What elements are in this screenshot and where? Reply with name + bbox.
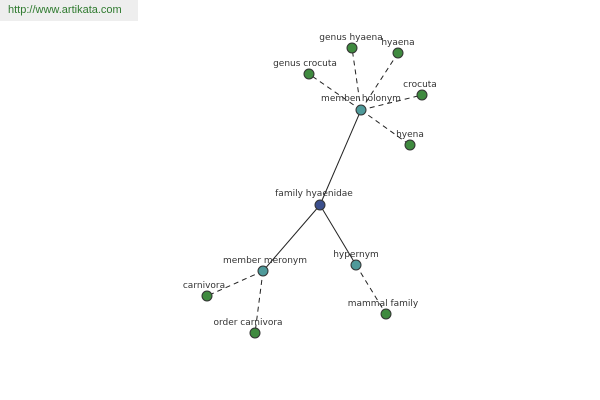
edge-member-meronym-to-carnivora xyxy=(206,270,264,297)
node-label-carnivora[interactable]: carnivora xyxy=(183,281,225,291)
node-hyaena[interactable] xyxy=(392,47,404,59)
edge-family-hyaenidae-to-member-meronym xyxy=(262,204,321,272)
edge-member-holonym-to-hyena xyxy=(360,109,411,146)
node-genus-crocuta[interactable] xyxy=(303,68,315,80)
node-label-mammal-family[interactable]: mammal family xyxy=(348,299,419,309)
site-url-link[interactable]: http://www.artikata.com xyxy=(0,0,138,21)
node-label-genus-hyaena[interactable]: genus hyaena xyxy=(319,33,383,43)
node-label-hyena[interactable]: hyena xyxy=(396,130,424,140)
node-carnivora[interactable] xyxy=(201,290,213,302)
node-family-hyaenidae[interactable] xyxy=(314,199,326,211)
node-member-meronym[interactable] xyxy=(257,265,269,277)
labels-layer: family hyaenidae member holonym member mer… xyxy=(183,33,437,328)
node-label-order-carnivora[interactable]: order carnivora xyxy=(213,318,282,328)
edge-member-holonym-to-genus-hyaena xyxy=(351,47,362,111)
node-hypernym[interactable] xyxy=(350,259,362,271)
node-label-member-holonym[interactable]: member holonym xyxy=(321,94,401,104)
edge-member-holonym-to-genus-crocuta xyxy=(308,73,362,111)
edge-member-holonym-to-crocuta xyxy=(360,94,423,111)
node-label-hyaena[interactable]: hyaena xyxy=(381,38,414,48)
edge-member-meronym-to-order-carnivora xyxy=(254,270,264,334)
edge-member-holonym-to-hyaena xyxy=(360,52,399,111)
node-member-holonym[interactable] xyxy=(355,104,367,116)
nodes-layer xyxy=(201,42,428,339)
edge-hypernym-to-mammal-family xyxy=(355,264,387,315)
node-genus-hyaena[interactable] xyxy=(346,42,358,54)
node-crocuta[interactable] xyxy=(416,89,428,101)
node-hyena[interactable] xyxy=(404,139,416,151)
node-label-family-hyaenidae[interactable]: family hyaenidae xyxy=(275,189,353,199)
node-order-carnivora[interactable] xyxy=(249,327,261,339)
node-label-genus-crocuta[interactable]: genus crocuta xyxy=(273,59,337,69)
node-label-member-meronym[interactable]: member meronym xyxy=(223,256,307,266)
edge-family-hyaenidae-to-hypernym xyxy=(319,204,357,266)
node-mammal-family[interactable] xyxy=(380,308,392,320)
edges-layer xyxy=(206,47,423,334)
node-label-crocuta[interactable]: crocuta xyxy=(403,80,437,90)
edge-family-hyaenidae-to-member-holonym xyxy=(319,109,362,206)
node-label-hypernym[interactable]: hypernym xyxy=(333,250,379,260)
